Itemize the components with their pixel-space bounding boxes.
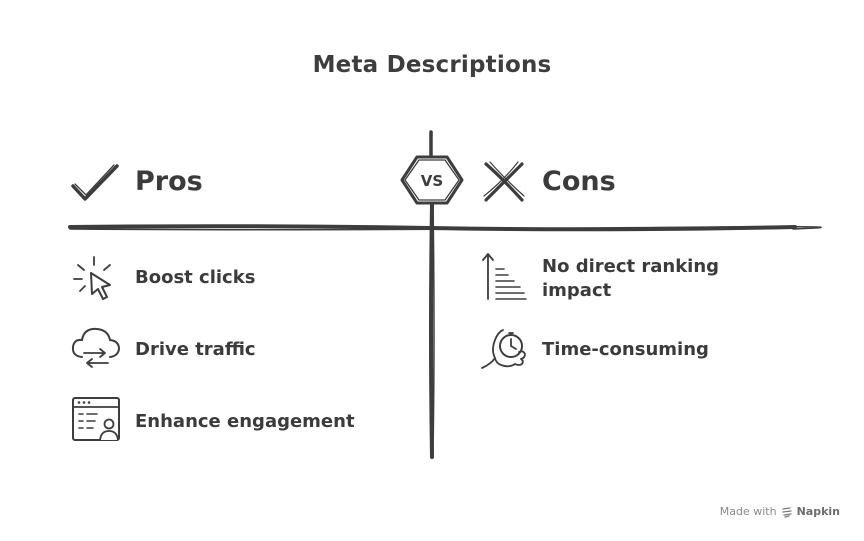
stopwatch-hand-icon xyxy=(479,322,531,372)
napkin-brand: Napkin xyxy=(796,505,840,518)
pros-item-boost-clicks: Boost clicks xyxy=(135,267,256,288)
checkmark-icon xyxy=(70,162,122,204)
cons-item-no-direct-ranking-impact: No direct ranking impact xyxy=(542,256,720,301)
pros-item-enhance-engagement: Enhance engagement xyxy=(135,411,355,432)
napkin-logo-icon xyxy=(781,506,792,518)
pros-item-drive-traffic: Drive traffic xyxy=(135,339,256,360)
diagram-title: Meta Descriptions xyxy=(312,52,552,78)
browser-user-icon xyxy=(71,396,121,444)
cons-item-time-consuming: Time-consuming xyxy=(542,339,709,360)
cons-heading: Cons xyxy=(542,166,616,197)
cursor-click-icon xyxy=(72,255,120,303)
ranking-bars-icon xyxy=(480,251,530,303)
footer-watermark: Made with Napkin xyxy=(720,505,840,518)
x-icon xyxy=(480,158,528,206)
vs-badge: VS xyxy=(399,152,465,208)
vs-label: VS xyxy=(421,172,443,190)
cloud-traffic-icon xyxy=(70,323,122,373)
made-with-label: Made with xyxy=(719,505,777,518)
pros-heading: Pros xyxy=(135,166,203,197)
